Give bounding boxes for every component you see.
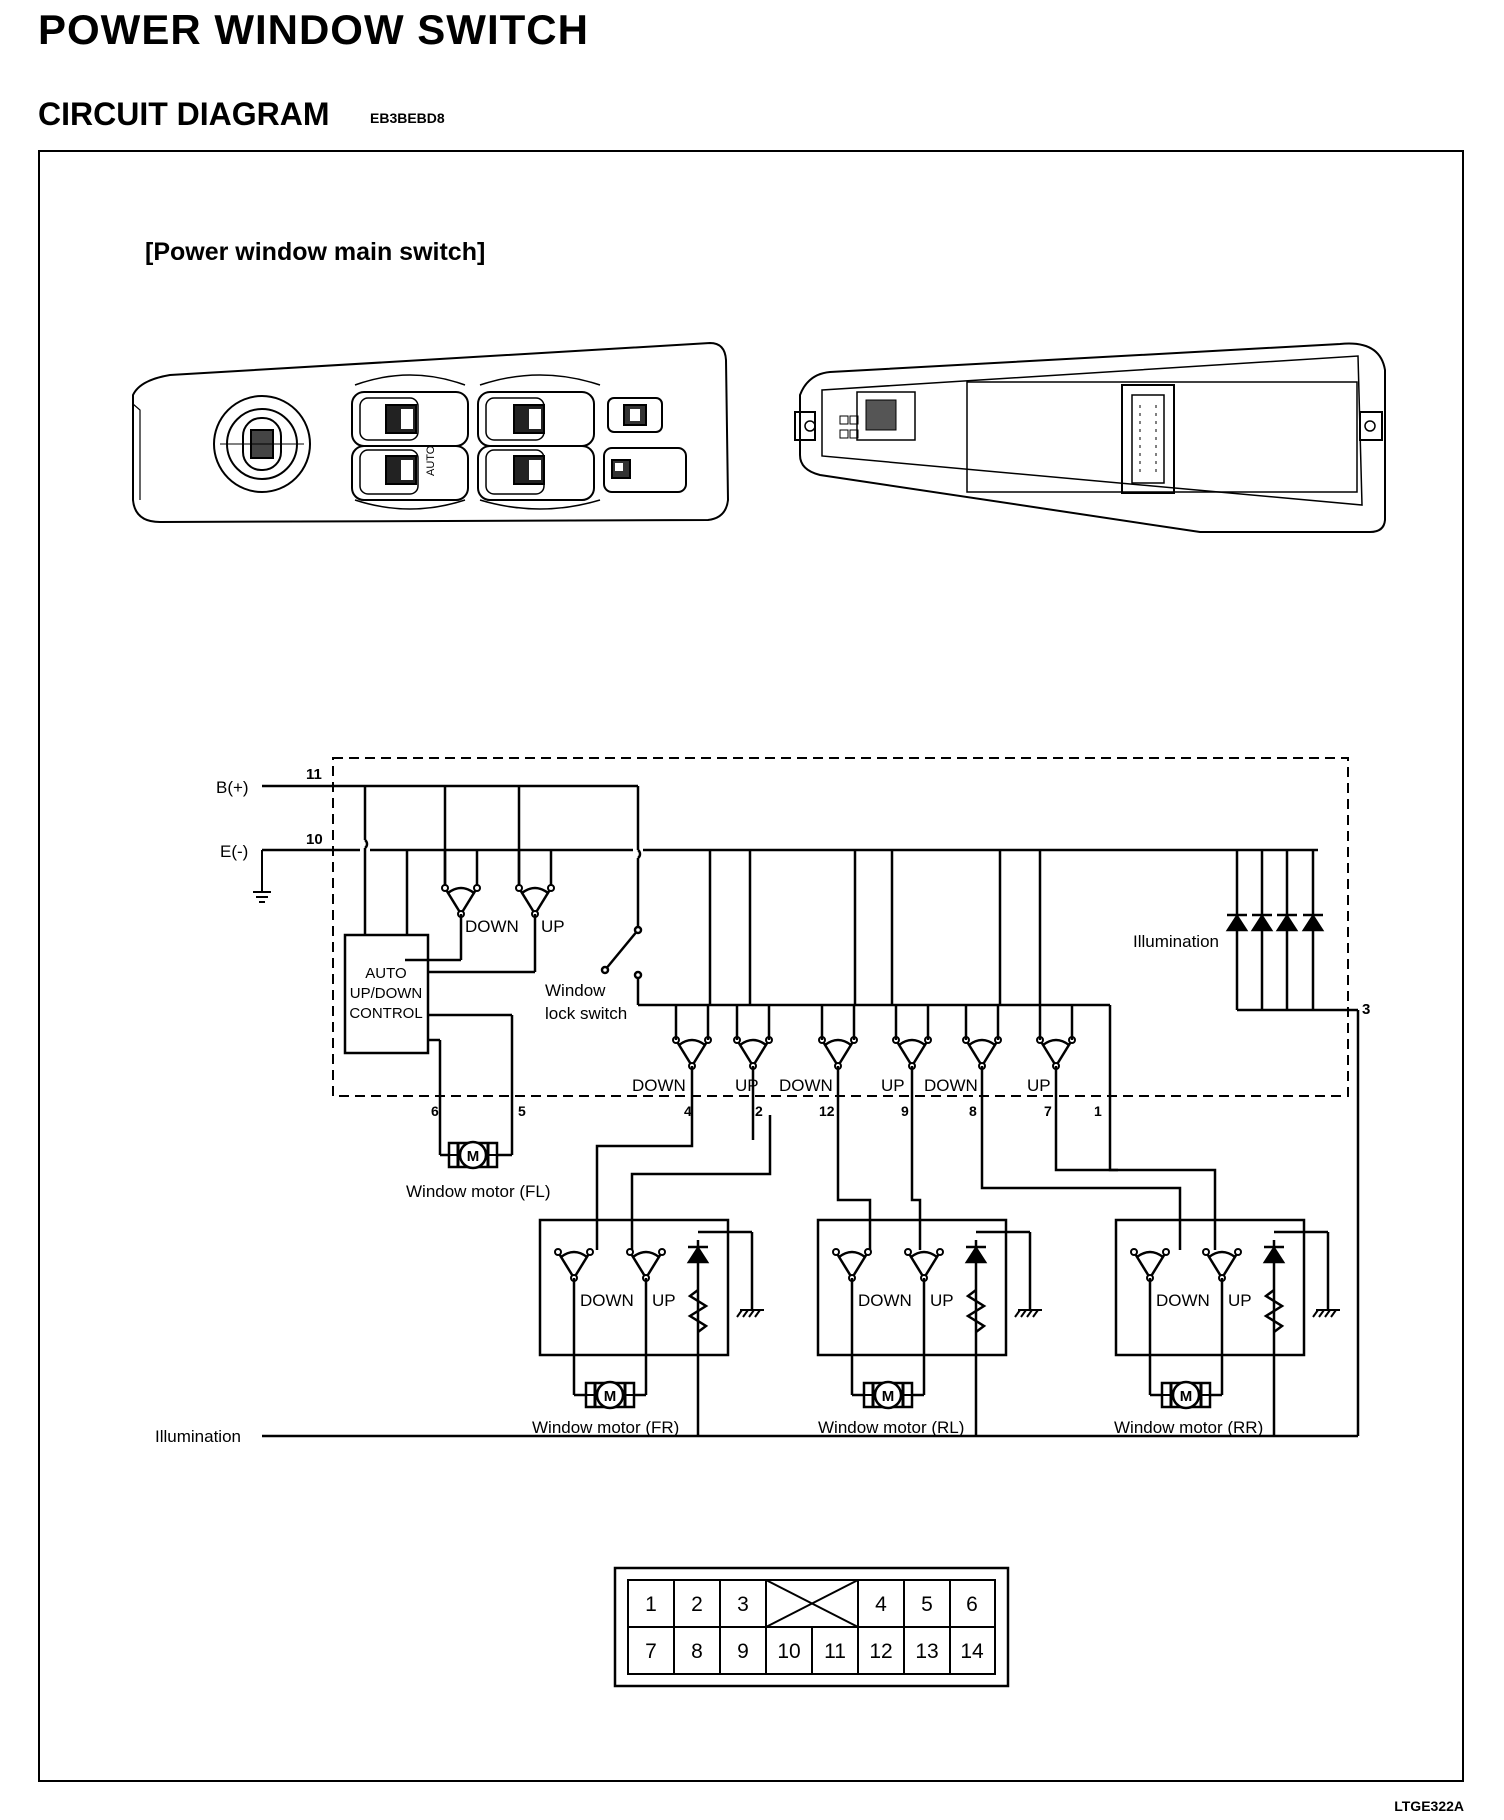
mirror-control-knob[interactable] [213, 395, 311, 493]
terminal-8: 8 [969, 1103, 977, 1119]
page-title: POWER WINDOW SWITCH [38, 6, 589, 53]
auto-control-line1: AUTO [365, 965, 406, 982]
terminal-12: 12 [819, 1103, 835, 1119]
terminal-7-label: UP [1027, 1076, 1051, 1095]
svg-text:M: M [604, 1388, 617, 1405]
terminal-5: 5 [518, 1103, 526, 1119]
rear-switch-button[interactable] [603, 447, 687, 493]
ground-label: E(-) [220, 842, 248, 861]
motor-fr: M [584, 1380, 636, 1410]
terminal-1: 1 [1094, 1103, 1102, 1119]
section-title: CIRCUIT DIAGRAM [38, 96, 330, 132]
svg-text:M: M [1180, 1388, 1193, 1405]
pin-4: 4 [875, 1593, 887, 1616]
auto-control-line3: CONTROL [349, 1005, 422, 1022]
terminal-12-label: DOWN [779, 1076, 833, 1095]
connector-pinout: 1 2 3 4 5 6 7 8 9 10 11 12 13 14 [613, 1566, 1010, 1688]
illumination-diodes-label: Illumination [1133, 932, 1219, 951]
switch-back-view [794, 342, 1386, 533]
connector-socket [1121, 384, 1175, 494]
terminal-2: 2 [755, 1103, 763, 1119]
terminal-6: 6 [431, 1103, 439, 1119]
battery-label: B(+) [216, 778, 249, 797]
pin-8: 8 [691, 1640, 703, 1663]
diagram-frame [38, 150, 1464, 1782]
motor-rr: M [1160, 1380, 1212, 1410]
pin-10: 10 [777, 1640, 800, 1663]
terminal-9: 9 [901, 1103, 909, 1119]
terminal-10: 10 [306, 831, 323, 848]
svg-text:M: M [882, 1388, 895, 1405]
window-lock-button[interactable] [607, 397, 663, 433]
pin-14: 14 [960, 1640, 984, 1663]
terminal-4: 4 [684, 1103, 692, 1119]
terminal-7: 7 [1044, 1103, 1052, 1119]
terminal-2-label: UP [735, 1076, 759, 1095]
pin-12: 12 [869, 1640, 892, 1663]
pin-6: 6 [966, 1593, 978, 1616]
pin-5: 5 [921, 1593, 933, 1616]
rl-down-label: DOWN [858, 1291, 912, 1310]
terminal-3: 3 [1362, 1001, 1370, 1018]
illumination-line-label: Illumination [155, 1427, 241, 1446]
pin-7: 7 [645, 1640, 657, 1663]
motor-fr-label: Window motor (FR) [532, 1418, 679, 1437]
auto-control-line2: UP/DOWN [350, 985, 423, 1002]
circuit [251, 757, 1360, 1438]
pin-13: 13 [915, 1640, 938, 1663]
figure-id: LTGE322A [1394, 1798, 1464, 1814]
motor-rl-label: Window motor (RL) [818, 1418, 964, 1437]
rl-up-label: UP [930, 1291, 954, 1310]
fr-up-label: UP [652, 1291, 676, 1310]
lock-switch-line2: lock switch [545, 1004, 627, 1023]
terminal-9-label: UP [881, 1076, 905, 1095]
pin-9: 9 [737, 1640, 749, 1663]
switch-button-fl[interactable] [351, 391, 469, 447]
terminal-11: 11 [306, 766, 322, 783]
switch-button-auto[interactable] [351, 445, 469, 501]
main-switch-heading: [Power window main switch] [145, 238, 486, 266]
lock-switch-line1: Window [545, 981, 606, 1000]
pin-11: 11 [824, 1640, 846, 1663]
fl-down-label: DOWN [465, 917, 519, 936]
terminal-4-label: DOWN [632, 1076, 686, 1095]
motor-rr-label: Window motor (RR) [1114, 1418, 1263, 1437]
switch-button-rr[interactable] [477, 445, 595, 501]
auto-label: AUTO [425, 445, 437, 476]
switch-button-fr[interactable] [477, 391, 595, 447]
pin-3: 3 [737, 1593, 749, 1616]
svg-text:M: M [467, 1148, 480, 1165]
switch-front-view: AUTO [132, 341, 730, 524]
pin-1: 1 [645, 1593, 657, 1616]
rr-up-label: UP [1228, 1291, 1252, 1310]
motor-fl: M [447, 1140, 499, 1170]
motor-rl: M [862, 1380, 914, 1410]
motor-fl-label: Window motor (FL) [406, 1182, 551, 1201]
terminal-8-label: DOWN [924, 1076, 978, 1095]
fr-down-label: DOWN [580, 1291, 634, 1310]
rr-down-label: DOWN [1156, 1291, 1210, 1310]
fl-up-label: UP [541, 917, 565, 936]
section-code: EB3BEBD8 [370, 110, 445, 126]
pin-2: 2 [691, 1593, 703, 1616]
